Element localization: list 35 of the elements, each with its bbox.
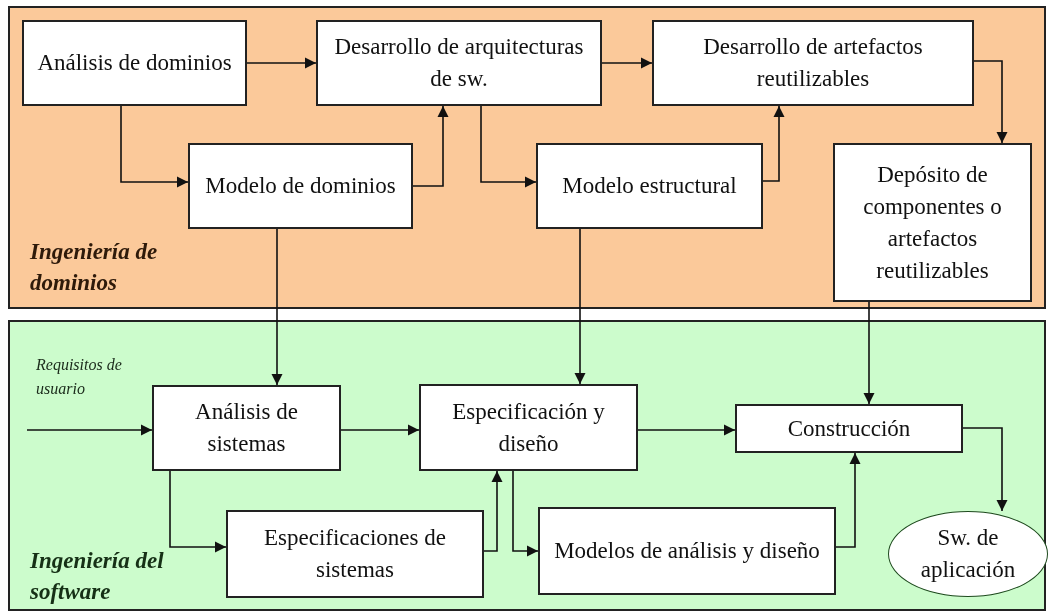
arrow <box>973 60 1008 144</box>
arrow <box>480 105 537 188</box>
process-box: Construcción <box>735 404 963 453</box>
arrow <box>120 105 189 188</box>
arrow <box>962 427 1008 512</box>
arrow <box>26 424 153 436</box>
lane-title: Ingeniería del software <box>30 547 165 606</box>
swimlane-band <box>8 6 1046 309</box>
process-box: Desarrollo de arquitecturas de sw. <box>316 20 602 106</box>
process-box: Depósito de componentes o artefactos reutilizables <box>833 143 1032 302</box>
arrow <box>271 228 283 386</box>
process-box: Especificaciones de sistemas <box>226 510 484 598</box>
process-box: Especificación y diseño <box>419 384 638 471</box>
arrow <box>246 57 317 69</box>
arrow <box>512 470 539 557</box>
edge-label: Requisitos de usuario <box>36 355 123 399</box>
arrow <box>574 228 586 385</box>
arrow <box>340 424 420 436</box>
arrow <box>412 105 449 187</box>
process-box: Modelo estructural <box>536 143 763 229</box>
arrow <box>483 470 503 552</box>
swimlane-band <box>8 320 1046 611</box>
arrow <box>762 105 785 182</box>
process-box: Análisis de dominios <box>22 20 247 106</box>
process-box: Desarrollo de artefactos reutilizables <box>652 20 974 106</box>
output-ellipse: Sw. de aplicación <box>888 511 1048 597</box>
process-box: Análisis de sistemas <box>152 385 341 471</box>
process-box: Modelos de análisis y diseño <box>538 507 836 595</box>
arrow <box>169 470 227 553</box>
process-box: Modelo de dominios <box>188 143 413 229</box>
arrow <box>863 301 875 405</box>
lane-title: Ingeniería de dominios <box>30 238 159 297</box>
arrow <box>637 424 736 436</box>
arrow <box>835 452 861 548</box>
arrow <box>601 57 653 69</box>
